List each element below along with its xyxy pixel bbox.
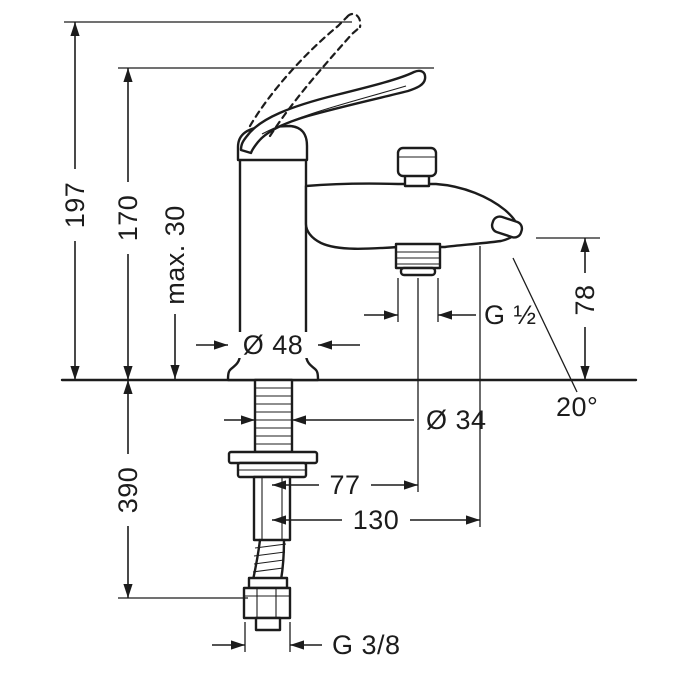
dimension-lever-height: 170	[113, 182, 143, 254]
dim-label-g12: G ½	[484, 300, 537, 330]
dim-label-d48: Ø 48	[243, 330, 304, 360]
lever-raised-phantom	[248, 12, 362, 138]
dimension-below-deck-length: 390	[113, 454, 143, 526]
faucet-body	[226, 148, 320, 382]
dimension-hole-diameter: Ø 34	[426, 405, 487, 435]
dim-label-130: 130	[353, 505, 400, 535]
dim-label-197: 197	[60, 182, 90, 229]
dimension-shower-thread: G ½	[484, 300, 537, 330]
dim-label-77: 77	[329, 470, 360, 500]
outlet-lip	[399, 266, 437, 277]
mounting-shank	[253, 378, 294, 454]
extension-lines	[64, 21, 600, 652]
dim-label-78: 78	[570, 284, 600, 315]
dimension-arrows	[70, 22, 590, 650]
dimension-max-mounting: max. 30	[160, 198, 190, 312]
dim-label-20deg: 20°	[556, 392, 598, 422]
spout-tip-outlet	[490, 215, 524, 239]
dimension-base-diameter: Ø 48	[231, 330, 315, 360]
dimension-labels: 197 170 max. 30 Ø 48 G ½ 78 20° Ø 34	[60, 169, 600, 660]
dimension-lines	[74, 22, 586, 646]
diverter-knob	[396, 146, 438, 178]
dim-label-170: 170	[113, 195, 143, 242]
mounting-washer	[227, 450, 319, 479]
dimension-total-height: 197	[60, 169, 90, 241]
dimension-supply-thread: G 3/8	[332, 630, 401, 660]
dim-label-g38: G 3/8	[332, 630, 401, 660]
dim-label-d34: Ø 34	[426, 405, 487, 435]
dimension-spout-reach: 130	[342, 505, 410, 535]
dimension-spout-height: 78	[570, 273, 600, 327]
hose-connector-nut	[242, 576, 292, 632]
dim-label-max30: max. 30	[160, 205, 190, 305]
dim-label-390: 390	[113, 467, 143, 514]
leader-spout-angle	[512, 257, 578, 393]
dimension-spout-angle: 20°	[556, 392, 598, 422]
spout-arm	[304, 182, 519, 250]
dimension-outlet-offset: 77	[319, 470, 371, 500]
supply-hose	[251, 538, 287, 582]
lever-handle	[239, 69, 427, 155]
faucet-outline	[60, 12, 638, 632]
